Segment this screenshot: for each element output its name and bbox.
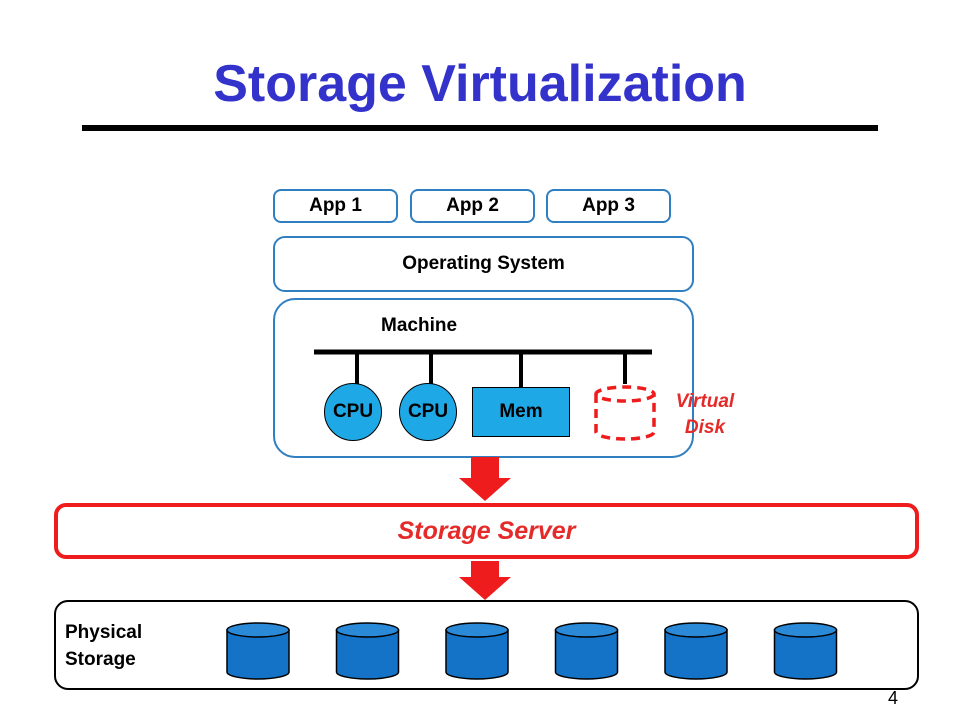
virtual-disk-label-line-1: Virtual — [675, 391, 735, 412]
app-1-box: App 1 — [273, 189, 398, 223]
cpu-1: CPU — [324, 383, 382, 441]
page-number: 4 — [888, 688, 899, 708]
title-underline — [82, 125, 878, 131]
app-3-box: App 3 — [546, 189, 671, 223]
virtual-disk-label: Virtual Disk — [652, 389, 758, 441]
physical-storage-label-line-2: Storage — [65, 649, 136, 670]
virtual-disk-label-line-2: Disk — [684, 417, 726, 438]
app-2-box: App 2 — [410, 189, 535, 223]
cpu-2: CPU — [399, 383, 457, 441]
physical-storage-box — [54, 600, 919, 690]
down-arrow-icon — [459, 457, 511, 501]
physical-storage-label-line-1: Physical — [65, 622, 143, 643]
slide-title: Storage Virtualization — [213, 55, 747, 113]
operating-system-box: Operating System — [273, 236, 694, 292]
storage-server-box: Storage Server — [54, 503, 919, 559]
memory-box: Mem — [472, 387, 570, 437]
physical-storage-label: Physical Storage — [65, 619, 142, 673]
machine-label: Machine — [381, 315, 458, 336]
down-arrow-icon — [459, 561, 511, 600]
